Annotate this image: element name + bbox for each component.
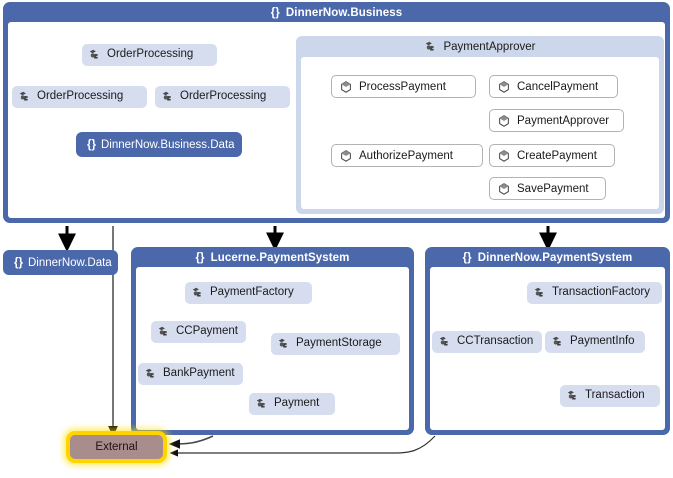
type-icon (162, 91, 171, 101)
method-icon (341, 149, 351, 162)
method-label: AuthorizePayment (359, 149, 453, 162)
method-icon (499, 182, 509, 195)
method-label: ProcessPayment (359, 80, 446, 93)
node-transaction[interactable]: Transaction (560, 385, 660, 407)
method-icon (499, 80, 509, 93)
external-label: External (95, 441, 138, 453)
method-create-payment[interactable]: CreatePayment (489, 144, 615, 167)
namespace-icon: {} (195, 251, 205, 264)
node-label: OrderProcessing (107, 48, 194, 61)
method-process-payment[interactable]: ProcessPayment (331, 75, 476, 98)
type-icon (145, 368, 154, 378)
method-authorize-payment[interactable]: AuthorizePayment (331, 144, 483, 167)
node-label: OrderProcessing (37, 90, 124, 103)
type-icon (19, 91, 28, 101)
namespace-icon: {} (462, 251, 472, 264)
node-cc-payment[interactable]: CCPayment (151, 321, 246, 343)
namespace-icon: {} (14, 256, 23, 269)
method-payment-approver[interactable]: PaymentApprover (489, 109, 624, 132)
node-payment[interactable]: Payment (249, 393, 335, 415)
node-payment-storage[interactable]: PaymentStorage (271, 333, 400, 355)
node-cc-transaction[interactable]: CCTransaction (432, 331, 542, 353)
node-order-processing-top[interactable]: OrderProcessing (82, 44, 217, 66)
type-icon (567, 390, 576, 400)
panel-title-dinnernow-business: {} DinnerNow.Business (3, 2, 670, 23)
node-label: PaymentInfo (570, 335, 635, 348)
method-icon (341, 80, 351, 93)
node-label: DinnerNow.Business.Data (100, 138, 235, 151)
node-order-processing-right[interactable]: OrderProcessing (155, 86, 290, 108)
type-icon (278, 338, 287, 348)
panel-title-lucerne-paymentsystem: {} Lucerne.PaymentSystem (131, 247, 414, 268)
node-bank-payment[interactable]: BankPayment (138, 363, 243, 385)
node-payment-info[interactable]: PaymentInfo (545, 331, 645, 353)
type-icon (439, 336, 448, 346)
node-label: PaymentFactory (210, 286, 294, 299)
node-label: PaymentStorage (296, 337, 382, 350)
node-label: Payment (274, 397, 320, 410)
type-icon (534, 287, 543, 297)
group-title-label: PaymentApprover (443, 41, 536, 53)
edge-lucerne-to-external (168, 435, 214, 449)
type-icon (89, 49, 98, 59)
method-label: PaymentApprover (517, 114, 610, 127)
node-label: CCTransaction (457, 335, 534, 348)
method-label: SavePayment (517, 182, 589, 195)
method-save-payment[interactable]: SavePayment (489, 177, 606, 200)
node-external[interactable]: External (66, 431, 167, 463)
node-label: DinnerNow.Data (27, 256, 112, 269)
type-icon (158, 326, 167, 336)
panel-title-dinnernow-paymentsystem: {} DinnerNow.PaymentSystem (425, 247, 670, 268)
node-order-processing-left[interactable]: OrderProcessing (12, 86, 147, 108)
method-label: CreatePayment (517, 149, 597, 162)
panel-title-label: DinnerNow.Business (285, 6, 403, 19)
method-icon (499, 149, 509, 162)
panel-title-label: Lucerne.PaymentSystem (210, 251, 350, 264)
node-transaction-factory[interactable]: TransactionFactory (527, 282, 662, 304)
method-label: CancelPayment (517, 80, 599, 93)
node-label: TransactionFactory (552, 286, 650, 299)
group-title-payment-approver: PaymentApprover (296, 36, 664, 58)
node-label: CCPayment (176, 325, 238, 338)
node-label: Transaction (585, 389, 645, 402)
type-icon (426, 41, 435, 51)
method-cancel-payment[interactable]: CancelPayment (489, 75, 618, 98)
node-label: OrderProcessing (180, 90, 267, 103)
method-icon (499, 114, 509, 127)
panel-title-label: DinnerNow.PaymentSystem (477, 251, 633, 264)
namespace-icon: {} (270, 6, 280, 19)
type-icon (192, 287, 201, 297)
type-icon (256, 398, 265, 408)
node-dinnernow-data[interactable]: {} DinnerNow.Data (3, 250, 118, 275)
edge-dinnernowpaymentsystem-to-external (169, 435, 436, 457)
namespace-icon: {} (87, 138, 96, 151)
node-payment-factory[interactable]: PaymentFactory (185, 282, 312, 304)
type-icon (552, 336, 561, 346)
node-dinnernow-business-data[interactable]: {} DinnerNow.Business.Data (76, 132, 242, 157)
node-label: BankPayment (163, 367, 235, 380)
